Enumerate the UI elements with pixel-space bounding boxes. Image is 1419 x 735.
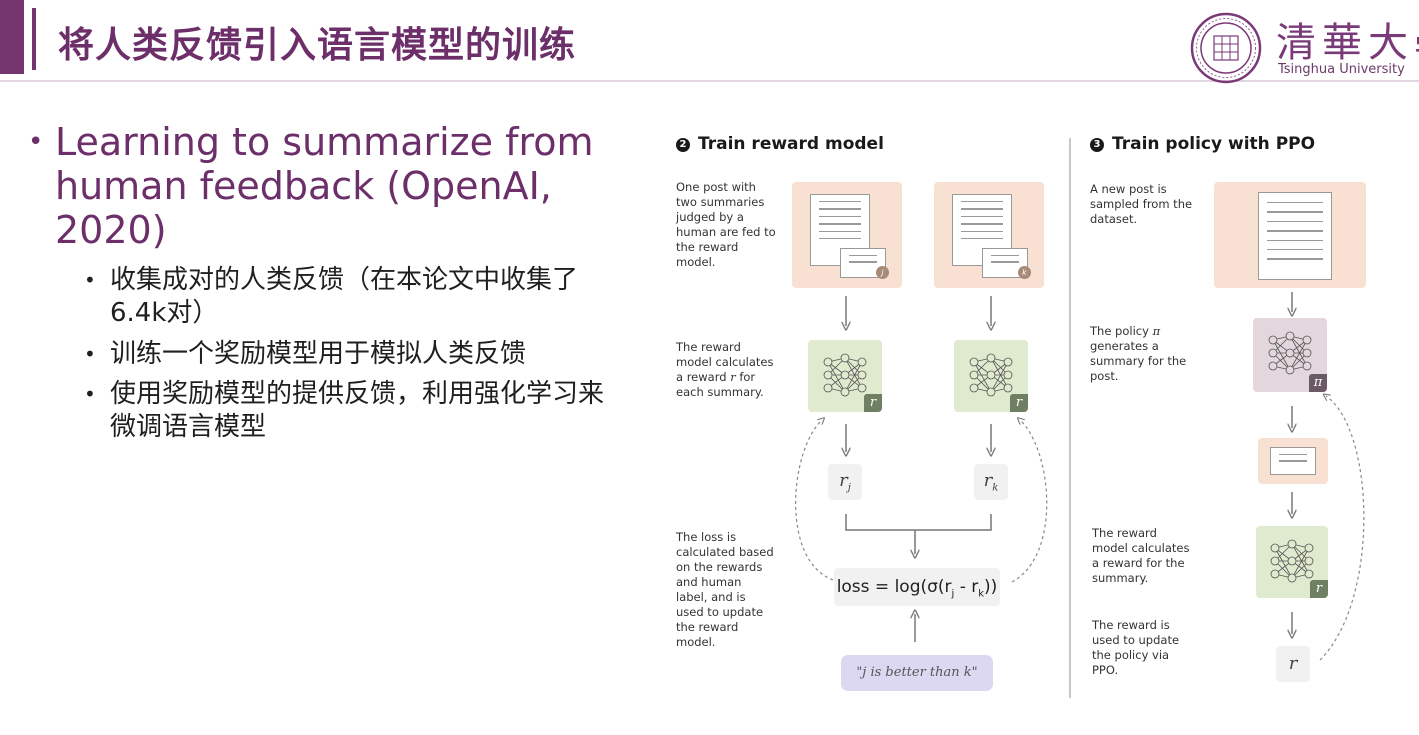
title-accent-bar	[0, 0, 24, 74]
step2-heading: 2 Train reward model	[676, 134, 884, 154]
sub-bullet-1: • 收集成对的人类反馈（在本论文中收集了6.4k对）	[84, 265, 579, 328]
feedback-curve-left	[795, 420, 834, 581]
neural-network-icon	[1268, 331, 1312, 375]
bullet-dot-icon: •	[28, 127, 44, 157]
reward-tag: r	[1310, 580, 1328, 598]
policy-tag: π	[1309, 374, 1327, 392]
bullet-dot-icon: •	[84, 342, 96, 366]
step3-number-badge: 3	[1090, 138, 1104, 152]
step3-desc-reward: The reward model calculates a reward for…	[1092, 526, 1190, 585]
step2-desc-loss: The loss is calculated based on the rewa…	[676, 530, 774, 649]
step3-desc-post: A new post is sampled from the dataset.	[1090, 182, 1193, 226]
sub-bullet-2: • 训练一个奖励模型用于模拟人类反馈	[84, 339, 527, 369]
reward-value-j: rj	[828, 464, 862, 500]
summary-badge-k: k	[1018, 266, 1031, 279]
reward-model-j: r	[808, 340, 882, 412]
summary-badge-j: j	[876, 266, 889, 279]
main-bullet: • Learning to summarize from human feedb…	[28, 120, 638, 252]
loss-formula: loss = log(σ(rj - rk))	[834, 568, 1000, 606]
step-divider	[1069, 138, 1071, 698]
step3-heading: 3 Train policy with PPO	[1090, 134, 1315, 154]
neural-network-icon	[823, 353, 867, 397]
step2-number-badge: 2	[676, 138, 690, 152]
header-divider	[0, 80, 1419, 82]
feedback-curve-ppo	[1319, 396, 1365, 661]
main-bullet-text: Learning to summarize from human feedbac…	[55, 120, 594, 252]
step3-desc-policy: The policy π generates a summary for the…	[1090, 324, 1187, 383]
post-summary-card-j: j	[792, 182, 902, 288]
policy-model: π	[1253, 318, 1327, 392]
feedback-curve-right	[1011, 420, 1048, 583]
slide-title: 将人类反馈引入语言模型的训练	[58, 25, 577, 66]
sub-bullet-3: • 使用奖励模型的提供反馈，利用强化学习来微调语言模型	[84, 379, 605, 442]
step3-desc-update: The reward is used to update the policy …	[1092, 618, 1180, 677]
step2-desc-post: One post with two summaries judged by a …	[676, 180, 776, 269]
new-post-card	[1214, 182, 1366, 288]
generated-summary-card	[1258, 438, 1328, 484]
step2-desc-reward: The reward model calculates a reward r f…	[676, 340, 774, 399]
reward-value-k: rk	[974, 464, 1008, 500]
merge-bracket	[845, 514, 992, 554]
reward-tag: r	[1010, 394, 1028, 412]
post-document-icon	[1258, 192, 1332, 280]
summary-document-icon	[1270, 447, 1316, 475]
step2-title: Train reward model	[698, 134, 884, 154]
reward-value-ppo: r	[1276, 646, 1310, 682]
title-accent-line	[32, 8, 36, 70]
neural-network-icon	[969, 353, 1013, 397]
neural-network-icon	[1270, 539, 1314, 583]
reward-model-ppo: r	[1256, 526, 1328, 598]
bullet-dot-icon: •	[84, 382, 96, 406]
post-summary-card-k: k	[934, 182, 1044, 288]
reward-tag: r	[864, 394, 882, 412]
university-name-en: Tsinghua University	[1278, 62, 1405, 77]
university-name-cn: 清華大學	[1276, 20, 1419, 66]
reward-model-k: r	[954, 340, 1028, 412]
bullet-dot-icon: •	[84, 268, 96, 292]
human-label-box: "j is better than k"	[841, 655, 993, 691]
tsinghua-seal-icon	[1190, 12, 1262, 84]
step3-title: Train policy with PPO	[1112, 134, 1316, 154]
